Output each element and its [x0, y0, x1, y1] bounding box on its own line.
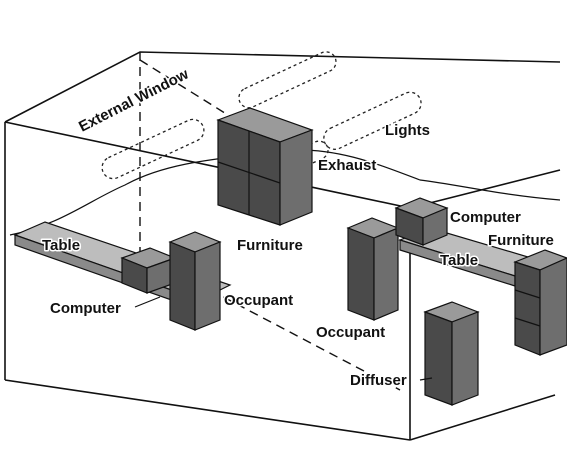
furniture-center-cabinet — [218, 108, 312, 225]
computer-right — [396, 198, 447, 245]
diffuser-column — [425, 302, 478, 405]
occupant-left — [170, 232, 220, 330]
furniture-right-cabinet — [515, 250, 567, 355]
label-diffuser: Diffuser — [350, 372, 407, 389]
label-table-left: Table — [42, 237, 80, 254]
leader-computer-left — [135, 297, 160, 307]
label-furniture-right: Furniture — [488, 232, 554, 249]
label-exhaust: Exhaust — [318, 157, 376, 174]
label-computer-right: Computer — [450, 209, 521, 226]
label-occupant-center: Occupant — [316, 324, 385, 341]
label-furniture-center: Furniture — [237, 237, 303, 254]
computer-left — [122, 248, 175, 293]
label-computer-left: Computer — [50, 300, 121, 317]
occupant-center — [348, 218, 398, 320]
label-lights: Lights — [385, 122, 430, 139]
label-occupant-left: Occupant — [224, 292, 293, 309]
label-table-right: Table — [440, 252, 478, 269]
